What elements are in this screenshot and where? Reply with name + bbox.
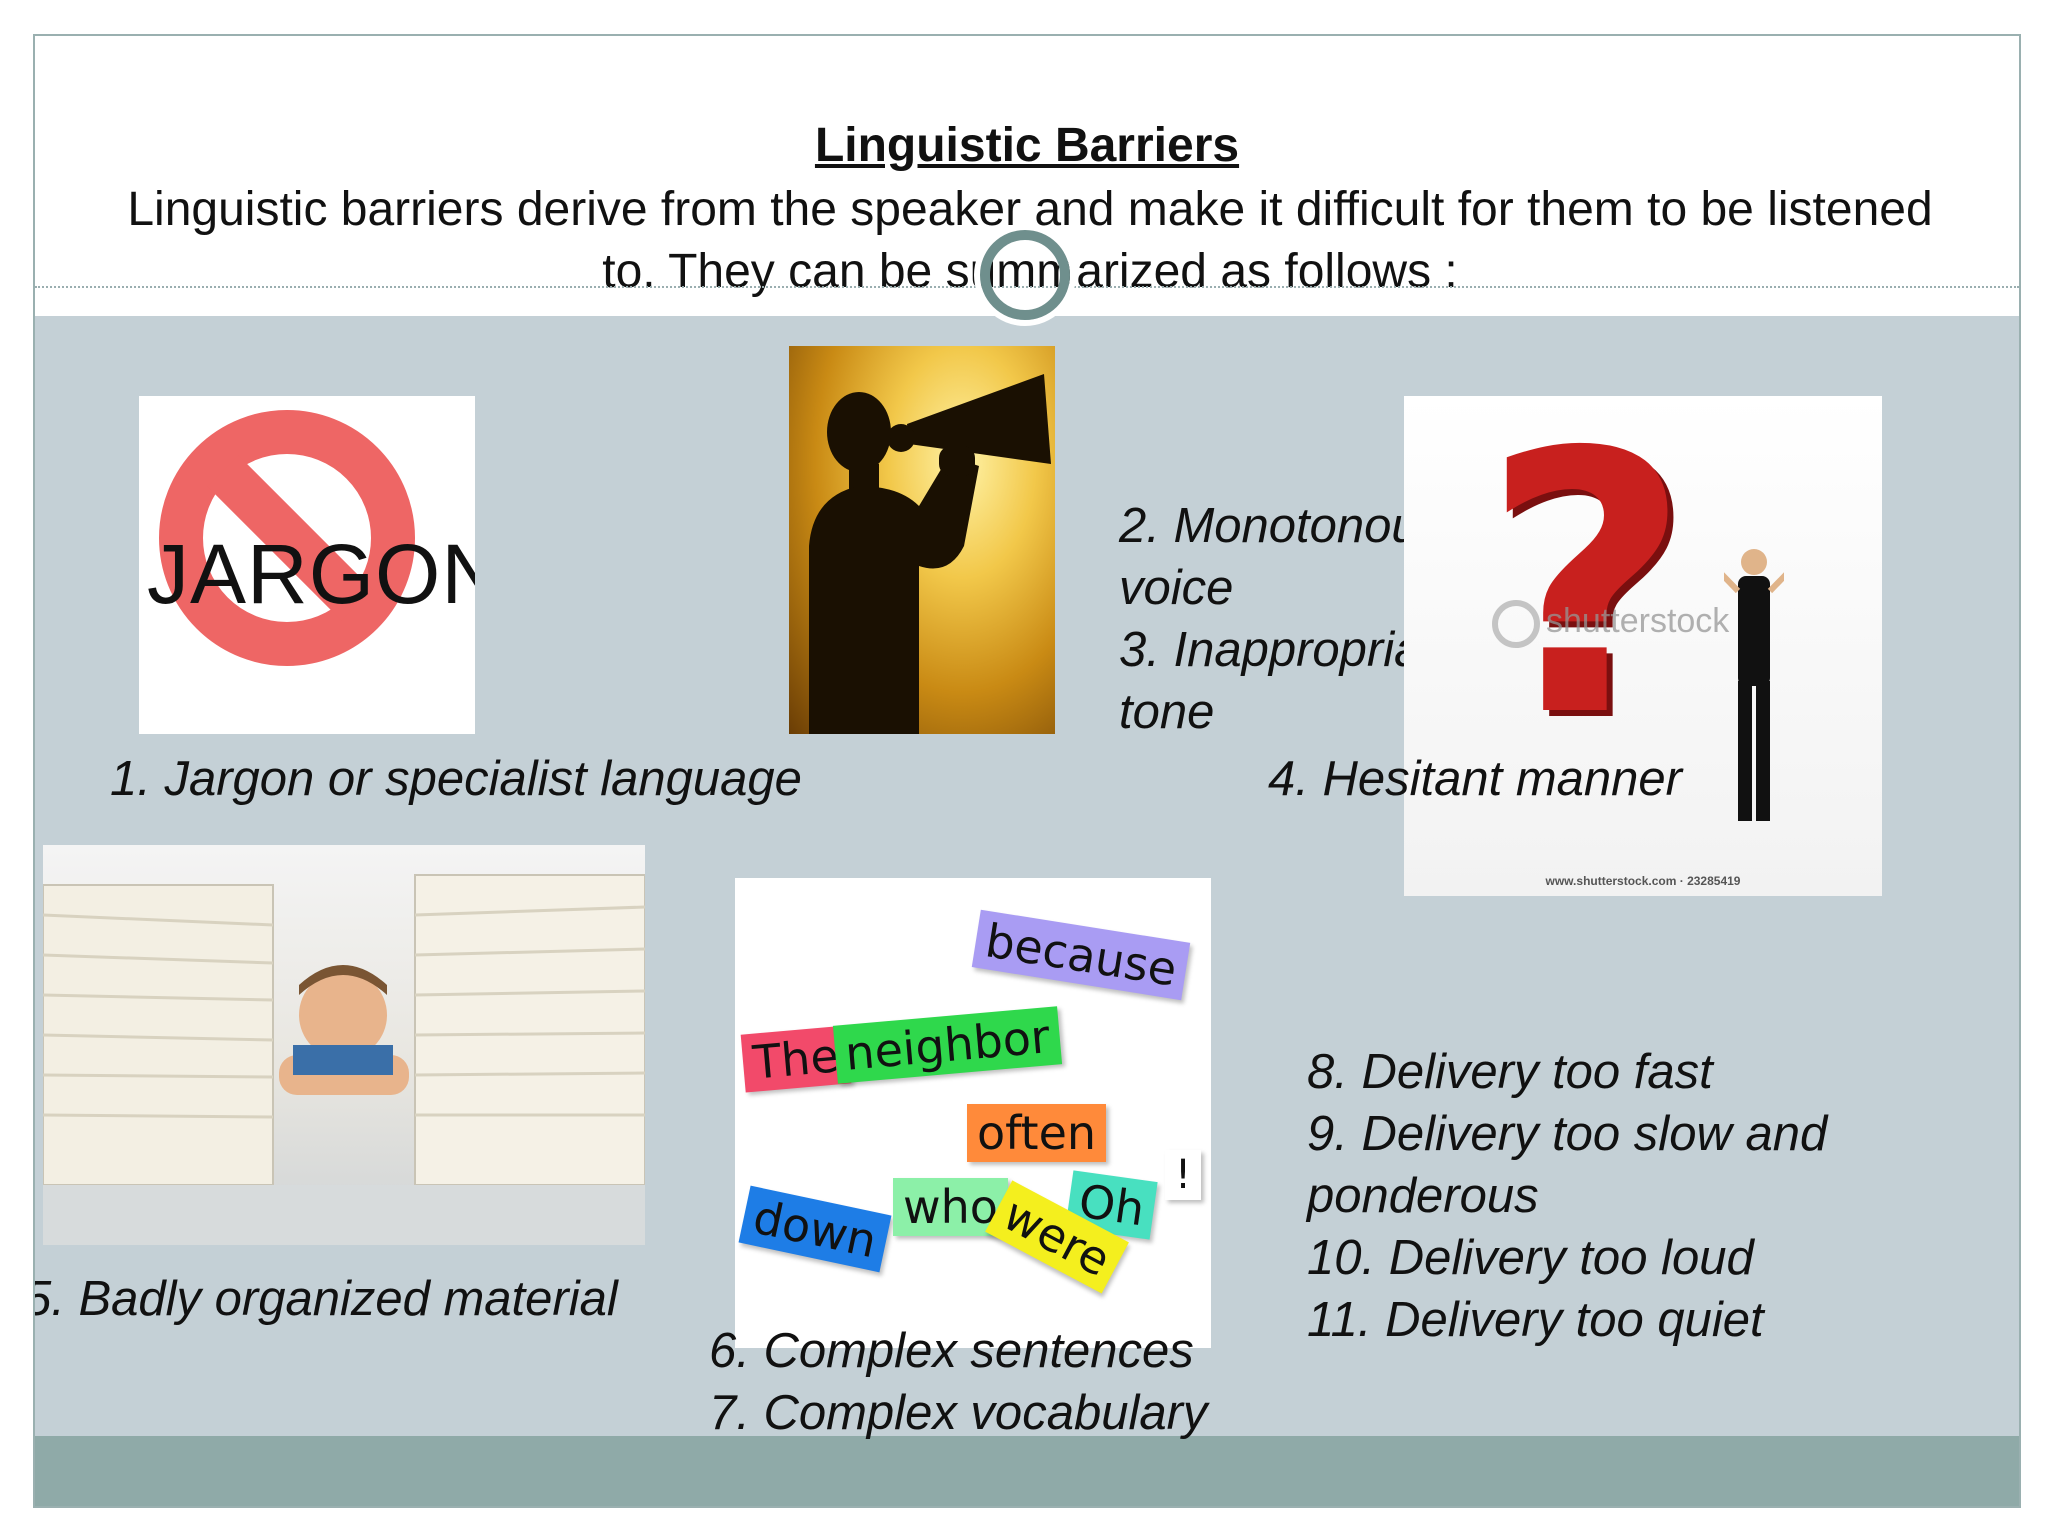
slide: Linguistic Barriers Linguistic barriers … — [33, 34, 2021, 1508]
complexity-list: 6. Complex sentences 7. Complex vocabula… — [709, 1320, 1207, 1444]
word-card: often — [967, 1104, 1107, 1162]
list-item: 9. Delivery too slow and — [1307, 1107, 1828, 1161]
caption-jargon: 1. Jargon or specialist language — [110, 752, 802, 806]
jargon-image: JARGON — [139, 396, 475, 734]
list-item: voice — [1119, 561, 1234, 615]
word-cards-image: because The neighbor often down who Oh w… — [735, 878, 1211, 1348]
watermark-logo-icon — [1492, 600, 1540, 648]
word-card: ! — [1165, 1150, 1202, 1200]
word-card: who — [893, 1178, 1008, 1236]
delivery-list: 8. Delivery too fast 9. Delivery too slo… — [1307, 1041, 1827, 1351]
slide-intro: Linguistic barriers derive from the spea… — [127, 183, 1933, 298]
jargon-image-text: JARGON — [147, 527, 475, 621]
list-item: 8. Delivery too fast — [1307, 1045, 1713, 1099]
caption-hesitant: 4. Hesitant manner — [1268, 752, 1682, 806]
paper-stacks-image — [43, 845, 645, 1245]
megaphone-silhouette-icon — [809, 374, 1051, 734]
slide-title: Linguistic Barriers — [814, 119, 1240, 172]
list-item: 7. Complex vocabulary — [709, 1386, 1208, 1440]
person-figure-icon — [1724, 549, 1784, 821]
image-credit: www.shutterstock.com · 23285419 — [1545, 874, 1741, 888]
list-item: 10. Delivery too loud — [1307, 1231, 1754, 1285]
megaphone-silhouette-image — [789, 346, 1055, 734]
decorative-ring — [980, 230, 1070, 320]
footer-band — [35, 1436, 2019, 1506]
list-item: 6. Complex sentences — [709, 1324, 1194, 1378]
watermark-text: shutterstock — [1546, 602, 1730, 640]
list-item: 2. Monotonous — [1119, 499, 1444, 553]
paper-stacks-icon — [43, 874, 645, 1245]
list-item: 11. Delivery too quiet — [1307, 1293, 1764, 1347]
word-card: because — [971, 909, 1191, 1001]
caption-material: 5. Badly organized material — [33, 1272, 618, 1326]
word-card: neighbor — [832, 1006, 1062, 1084]
question-mark-image: ? shutterstock www.shutterstock.com · 23… — [1404, 396, 1882, 896]
list-item: ponderous — [1307, 1169, 1539, 1223]
word-card: down — [738, 1185, 892, 1273]
question-mark-icon: ? — [1482, 396, 1691, 795]
list-item: tone — [1119, 685, 1215, 739]
